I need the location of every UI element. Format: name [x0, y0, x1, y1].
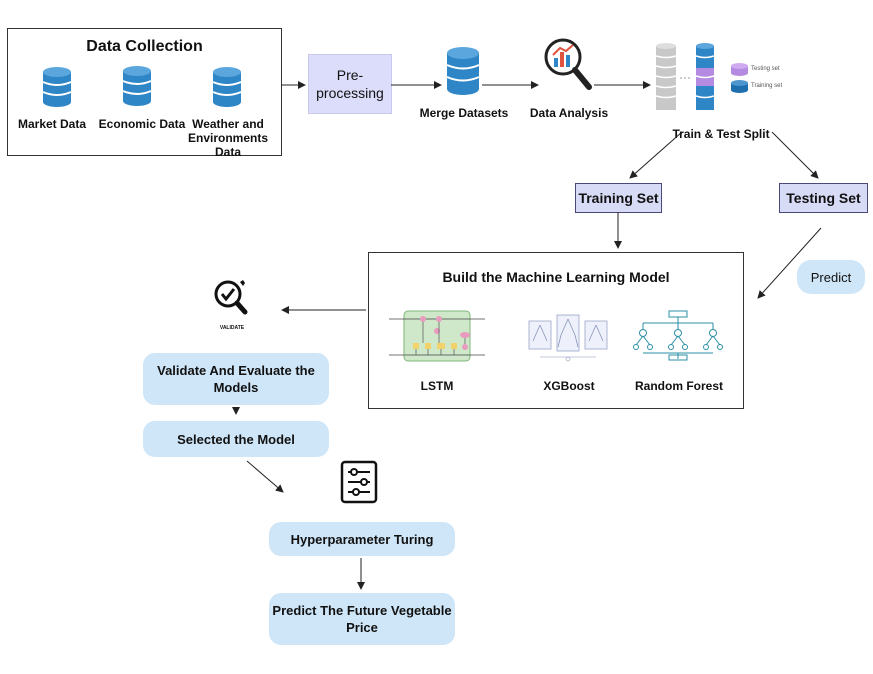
training-set-legend-icon	[731, 80, 748, 93]
arrow-selected-to-hyperparameter	[246, 460, 284, 493]
build-model-title: Build the Machine Learning Model	[442, 269, 670, 285]
testing-set-legend-icon	[731, 63, 748, 76]
sliders-settings-icon	[340, 460, 378, 504]
train-test-split-label: Train & Test Split	[672, 127, 770, 141]
database-icon	[122, 66, 152, 106]
xgboost-diagram-icon	[528, 314, 608, 362]
arrow-split-to-training	[629, 131, 683, 179]
lstm-label: LSTM	[420, 379, 454, 393]
database-icon	[212, 67, 242, 107]
analysis-magnifier-icon	[544, 38, 592, 90]
xgboost-label: XGBoost	[543, 379, 595, 393]
validate-evaluate-pill: Validate And Evaluate the Models	[143, 353, 329, 405]
hyperparameter-pill: Hyperparameter Turing	[269, 522, 455, 556]
economic-data-label: Economic Data	[98, 117, 186, 131]
data-collection-title: Data Collection	[86, 38, 203, 55]
random-forest-label: Random Forest	[634, 379, 723, 393]
testing-set-legend-label: Testing set	[751, 66, 780, 72]
data-collection-panel: Data Collection Market Data Economic Dat…	[7, 28, 282, 159]
weather-data-label: Weather and Environments Data	[187, 117, 268, 159]
preprocessing-label: Pre- processing	[316, 67, 384, 101]
train-test-split-icon	[655, 43, 715, 110]
predict-label: Predict	[810, 269, 852, 285]
preprocessing-box: Pre- processing	[308, 54, 392, 114]
predict-future-pill: Predict The Future Vegetable Price	[269, 593, 455, 645]
selected-model-pill: Selected the Model	[143, 421, 329, 457]
predict-future-label: Predict The Future Vegetable Price	[272, 603, 452, 635]
build-model-panel: Build the Machine Learning Model LSTM XG…	[368, 252, 744, 409]
database-icon	[42, 67, 72, 107]
market-data-label: Market Data	[17, 117, 87, 131]
arrow-split-to-testing	[771, 131, 819, 179]
arrow-testing-to-build	[757, 227, 822, 299]
validate-gear-check-icon	[214, 280, 248, 315]
lstm-diagram-icon	[389, 310, 485, 362]
predict-pill: Predict	[797, 260, 865, 294]
merge-datasets-label: Merge Datasets	[419, 106, 509, 120]
testing-set-label: Testing Set	[786, 190, 861, 206]
training-set-legend-label: Training set	[751, 83, 783, 89]
testing-set-box: Testing Set	[779, 183, 868, 213]
selected-model-label: Selected the Model	[177, 431, 295, 447]
validate-evaluate-label: Validate And Evaluate the Models	[157, 363, 315, 395]
training-set-label: Training Set	[578, 190, 659, 206]
database-icon	[446, 47, 480, 95]
validate-caption: VALIDATE	[219, 325, 245, 331]
random-forest-diagram-icon	[633, 310, 723, 361]
data-analysis-label: Data Analysis	[529, 106, 609, 120]
hyperparameter-label: Hyperparameter Turing	[290, 531, 434, 547]
